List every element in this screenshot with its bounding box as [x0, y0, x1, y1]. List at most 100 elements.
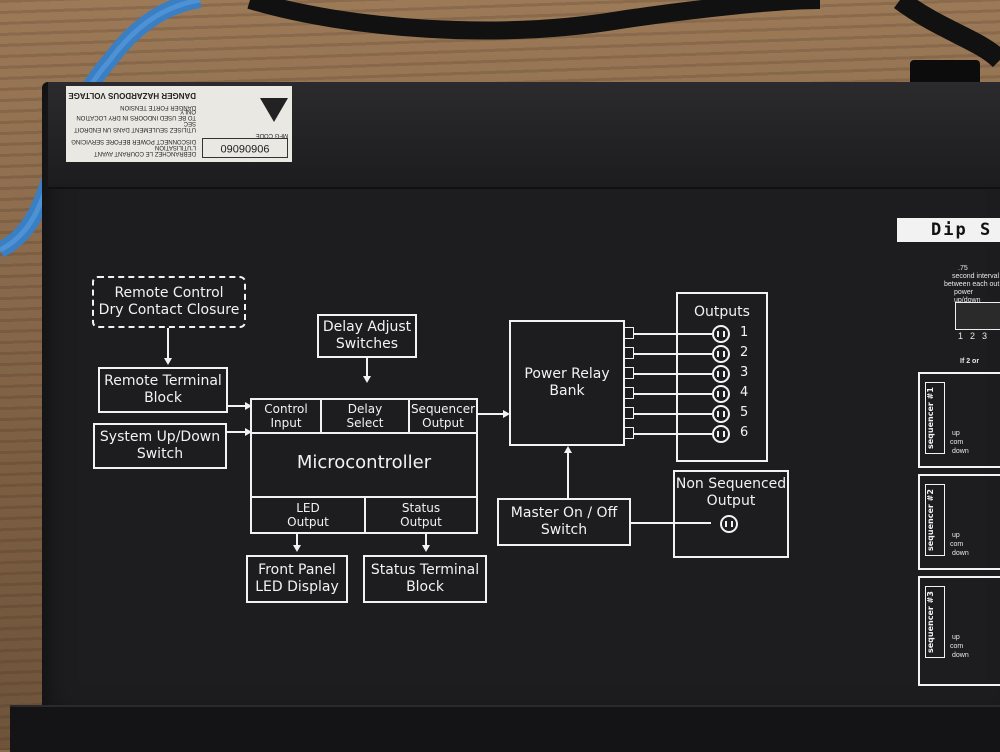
- output-wire: [634, 433, 712, 435]
- high-voltage-icon: [260, 98, 288, 122]
- status-terminal-line1: Status Terminal: [370, 562, 480, 578]
- panel-bottom-edge: [10, 705, 1000, 752]
- connector: [366, 358, 368, 378]
- outlet-icon: [712, 405, 730, 423]
- arrow-down-icon: [363, 376, 371, 383]
- sequencer-output-cell: Sequencer Output: [408, 398, 478, 434]
- output-wire: [634, 373, 712, 375]
- outlet-icon: [712, 365, 730, 383]
- non-sequenced-line2: Output: [706, 493, 756, 509]
- dip-note-line2: between each out: [944, 281, 1000, 288]
- label-line-1: TO BE USED INDOORS IN DRY LOCATION ONLY: [76, 108, 196, 120]
- delay-adjust-box: Delay Adjust Switches: [317, 314, 417, 358]
- master-switch-line1: Master On / Off: [510, 505, 618, 521]
- remote-control-line2: Dry Contact Closure: [98, 302, 240, 318]
- arrow-right-icon: [245, 402, 252, 410]
- dip-switch-number: 2: [970, 331, 976, 341]
- output-wire: [634, 393, 712, 395]
- sequencer-block: [918, 474, 1000, 570]
- dip-note-value: .75: [958, 265, 968, 272]
- relay-terminal: [624, 407, 634, 419]
- front-panel-line2: LED Display: [255, 579, 339, 595]
- remote-terminal-line1: Remote Terminal: [104, 373, 222, 389]
- delay-adjust-line1: Delay Adjust: [322, 319, 412, 335]
- dip-switch-number: 1: [958, 331, 964, 341]
- front-panel-line1: Front Panel: [258, 562, 336, 578]
- sequencer-terminal-label: com: [950, 439, 964, 446]
- sequencer-terminal-label: up: [952, 634, 960, 641]
- status-output-cell: Status Output: [364, 496, 478, 534]
- mfg-code-caption: MFG CODE: [255, 132, 288, 138]
- dip-note-line1: second interval: [952, 273, 1000, 280]
- sequencer-terminal-label: com: [950, 541, 964, 548]
- output-wire: [634, 413, 712, 415]
- danger-text: DANGER HAZARDOUS VOLTAGE: [68, 91, 196, 100]
- sequencer-tag: sequencer #2: [925, 484, 945, 556]
- status-output-line2: Output: [400, 515, 442, 529]
- dip-note-line3: power up/down: [954, 289, 981, 304]
- led-output-line1: LED: [296, 501, 320, 515]
- remote-terminal-box: Remote Terminal Block: [98, 367, 228, 413]
- arrow-up-icon: [564, 446, 572, 453]
- led-output-cell: LED Output: [250, 496, 366, 534]
- led-output-line2: Output: [287, 515, 329, 529]
- status-output-line1: Status: [401, 501, 441, 515]
- remote-control-box: Remote Control Dry Contact Closure: [92, 276, 246, 328]
- output-number: 6: [740, 425, 749, 440]
- mfg-code-value: 90606060: [202, 138, 288, 158]
- sequencer-terminal-label: down: [952, 448, 969, 455]
- dip-if-text: If 2 or: [960, 358, 980, 365]
- output-wire: [634, 353, 712, 355]
- warning-sticker: 90606060 MFG CODE DANGER HAZARDOUS VOLTA…: [66, 86, 292, 162]
- dip-switch-number: 3: [982, 331, 988, 341]
- front-panel-box: Front Panel LED Display: [246, 555, 348, 603]
- sequencer-tag: sequencer #3: [925, 586, 945, 658]
- dip-switch-title: Dip S: [897, 218, 1000, 242]
- relay-terminal: [624, 367, 634, 379]
- sequencer-block: [918, 372, 1000, 468]
- outlet-icon: [712, 385, 730, 403]
- arrow-right-icon: [503, 410, 510, 418]
- sequencer-terminal-label: down: [952, 652, 969, 659]
- control-input-line2: Input: [270, 416, 302, 430]
- system-switch-line1: System Up/Down: [99, 429, 221, 445]
- arrow-down-icon: [164, 358, 172, 365]
- remote-terminal-line2: Block: [144, 390, 182, 406]
- outputs-box: Outputs: [676, 292, 768, 462]
- sequencer-block: [918, 576, 1000, 686]
- relay-terminal: [624, 387, 634, 399]
- system-switch-line2: Switch: [136, 446, 184, 462]
- microcontroller-label: Microcontroller: [296, 452, 432, 473]
- control-input-line1: Control: [264, 402, 308, 416]
- output-number: 5: [740, 405, 749, 420]
- power-relay-line2: Bank: [549, 383, 585, 399]
- sequencer-tag: sequencer #1: [925, 382, 945, 454]
- outlet-icon: [712, 325, 730, 343]
- relay-terminal: [624, 327, 634, 339]
- status-terminal-box: Status Terminal Block: [363, 555, 487, 603]
- connector: [228, 405, 246, 407]
- remote-control-line1: Remote Control: [114, 285, 224, 301]
- output-number: 1: [740, 325, 749, 340]
- relay-terminal: [624, 347, 634, 359]
- non-sequenced-box: Non Sequenced Output: [673, 470, 789, 558]
- power-relay-line1: Power Relay: [524, 366, 610, 382]
- connector: [567, 450, 569, 498]
- output-number: 3: [740, 365, 749, 380]
- control-input-cell: Control Input: [250, 398, 322, 434]
- sequencer-terminal-label: com: [950, 643, 964, 650]
- delay-select-cell: Delay Select: [320, 398, 410, 434]
- sequencer-terminal-label: down: [952, 550, 969, 557]
- dip-switch-bank[interactable]: [955, 302, 1000, 330]
- delay-adjust-line2: Switches: [335, 336, 399, 352]
- sequencer-terminal-label: up: [952, 430, 960, 437]
- outputs-title: Outputs: [694, 304, 750, 320]
- non-sequenced-line1: Non Sequenced: [675, 476, 787, 492]
- connector: [167, 328, 169, 360]
- delay-select-line2: Select: [346, 416, 384, 430]
- system-switch-box: System Up/Down Switch: [93, 423, 227, 469]
- output-wire: [634, 333, 712, 335]
- arrow-down-icon: [422, 545, 430, 552]
- output-number: 4: [740, 385, 749, 400]
- connector: [631, 522, 711, 524]
